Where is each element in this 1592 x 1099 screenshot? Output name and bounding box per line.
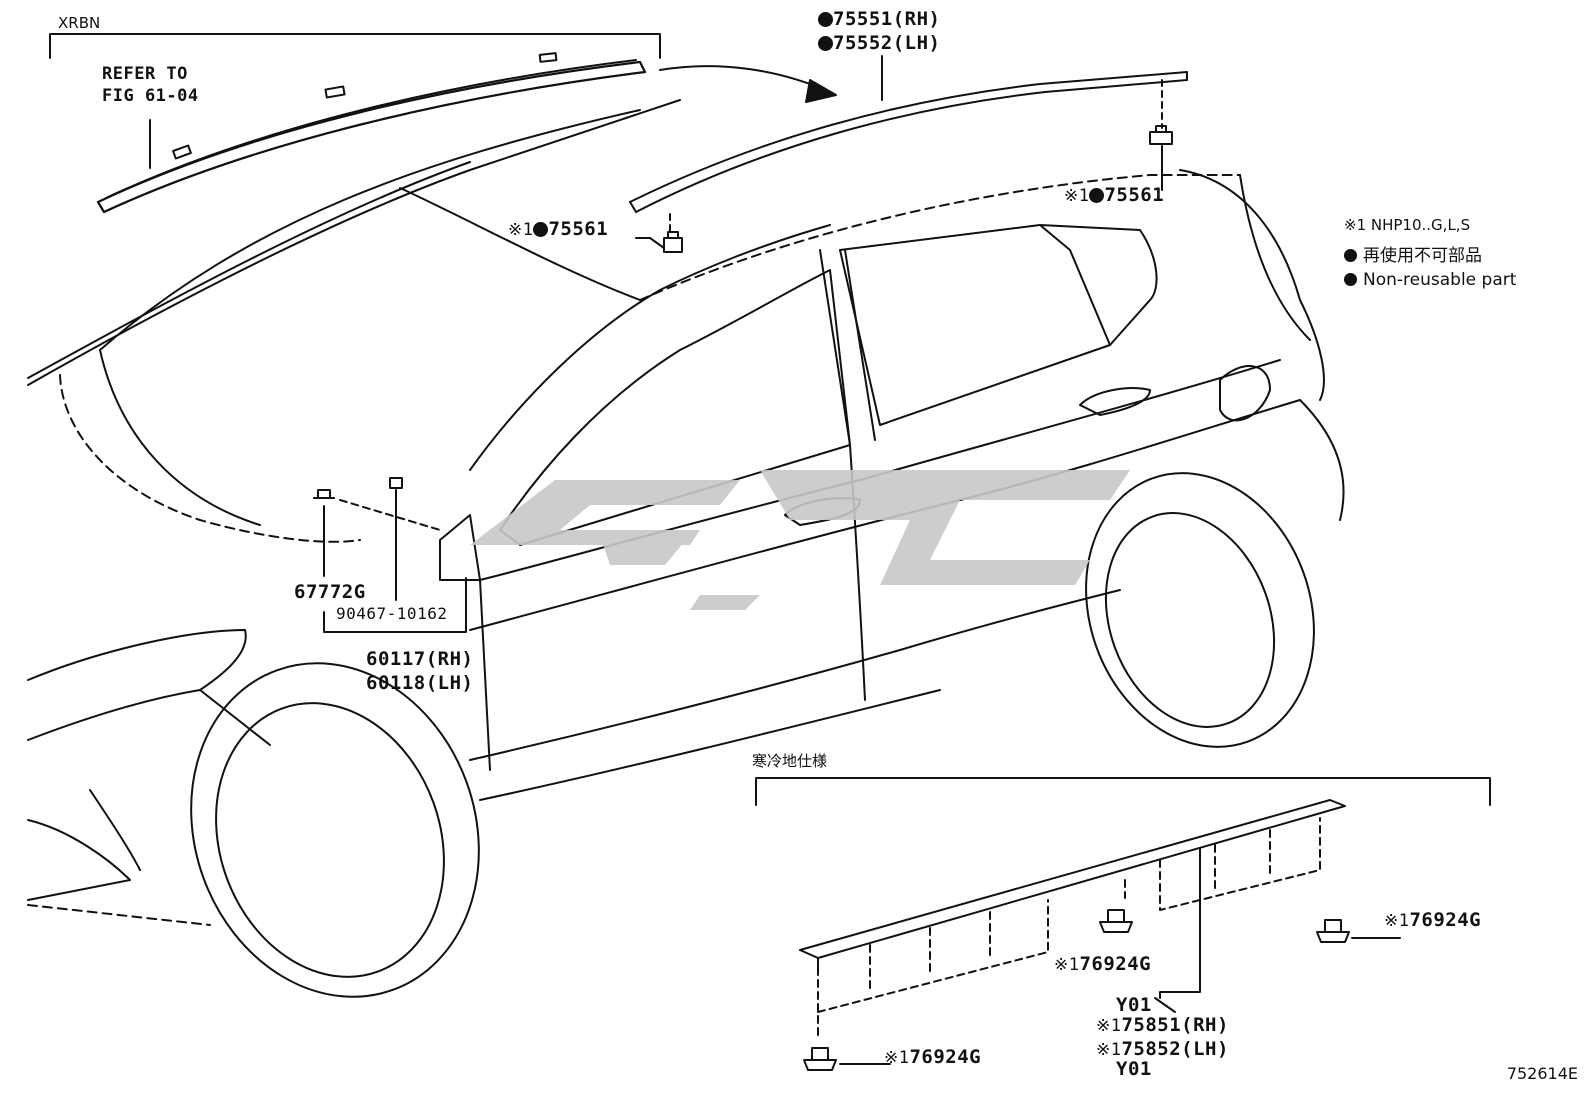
legend-non-reusable-en: Non-reusable part: [1344, 272, 1516, 289]
y01-bottom-label: Y01: [1116, 1058, 1152, 1080]
part-76924g-mid[interactable]: ※176924G: [1054, 953, 1152, 975]
y01-top-label: Y01: [1116, 994, 1152, 1016]
part-76924g-bottom-left[interactable]: ※176924G: [884, 1046, 982, 1068]
legend-note1: ※1 NHP10..G,L,S: [1344, 216, 1471, 234]
legend-non-reusable-jp: 再使用不可部品: [1344, 248, 1482, 265]
part-75552-lh[interactable]: 75552(LH): [818, 34, 940, 53]
part-75551-rh[interactable]: 75551(RH): [818, 10, 940, 29]
xrbn-bracket: [49, 33, 661, 59]
car-body: [27, 99, 1345, 998]
fastener-90467: [339, 477, 441, 601]
part-75851-rh[interactable]: ※175851(RH): [1096, 1014, 1229, 1036]
clip-76924g-mid: [1099, 909, 1133, 933]
non-reusable-dot-icon: [1089, 188, 1105, 203]
watermark: [470, 470, 1130, 610]
part-60118-lh[interactable]: 60118(LH): [366, 672, 474, 694]
refer-to-label[interactable]: REFER TO: [102, 64, 188, 84]
figure-id: 752614E: [1506, 1064, 1578, 1083]
roof-rack-rail: [96, 52, 647, 214]
part-90467-10162[interactable]: 90467-10162: [336, 604, 448, 623]
part-75852-lh[interactable]: ※175852(LH): [1096, 1038, 1229, 1060]
non-reusable-dot-icon: [818, 12, 833, 27]
clip-75561-left: [635, 213, 683, 253]
arrow-to-moulding: [659, 65, 831, 93]
bracket-60117: [323, 577, 467, 633]
door-sill-moulding: [799, 799, 1346, 1036]
clip-75561-right: [1149, 79, 1173, 191]
non-reusable-dot-icon: [1344, 273, 1357, 286]
part-67772g[interactable]: 67772G: [294, 581, 366, 603]
clip-76924g-bottom-left: [803, 1047, 891, 1071]
fastener-67772g: [313, 489, 335, 577]
xrbn-label: XRBN: [58, 14, 101, 32]
part-76924g-right[interactable]: ※176924G: [1384, 909, 1482, 931]
non-reusable-dot-icon: [818, 36, 833, 51]
non-reusable-dot-icon: [533, 222, 549, 237]
cold-spec-bracket: [755, 777, 1491, 806]
cold-spec-label: 寒冷地仕様: [752, 752, 828, 770]
non-reusable-dot-icon: [1344, 249, 1357, 262]
roof-drip-moulding: [629, 55, 1188, 213]
refer-fig-label[interactable]: FIG 61-04: [102, 86, 199, 106]
part-60117-rh[interactable]: 60117(RH): [366, 648, 474, 670]
clip-76924g-right: [1316, 919, 1401, 943]
